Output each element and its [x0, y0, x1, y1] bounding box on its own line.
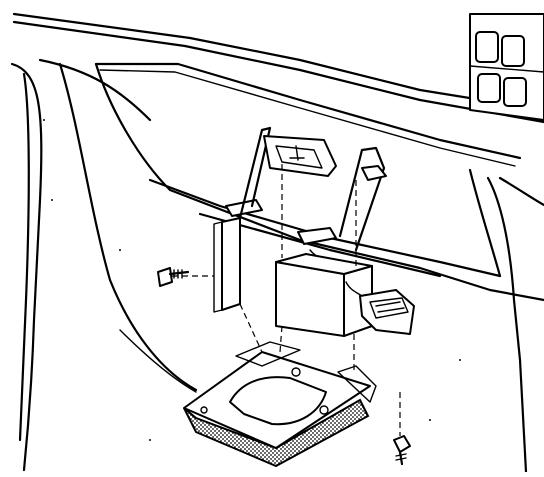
bracket-clip-right	[297, 227, 337, 245]
switch-4	[503, 77, 527, 107]
control-module	[275, 253, 373, 337]
side-screw	[157, 267, 190, 287]
switch-1	[475, 31, 499, 63]
texture-speckles	[43, 119, 461, 441]
mounting-tray	[183, 341, 377, 468]
assembly-guide-lines	[172, 164, 401, 436]
mount-plate	[263, 135, 337, 177]
tray-center-recess	[229, 376, 327, 426]
module-connector	[345, 281, 415, 335]
right-side-wall	[486, 176, 544, 474]
switch-3	[477, 73, 501, 103]
tray-tab	[235, 341, 301, 367]
right-hanger-bracket	[297, 146, 387, 252]
left-hanger-bracket	[213, 126, 272, 313]
switch-2	[501, 35, 525, 67]
door-edge-left	[10, 62, 198, 472]
tray-screw	[393, 435, 411, 466]
instrument-switch-cluster	[469, 13, 544, 121]
dashboard-upper-panel	[12, 12, 544, 167]
